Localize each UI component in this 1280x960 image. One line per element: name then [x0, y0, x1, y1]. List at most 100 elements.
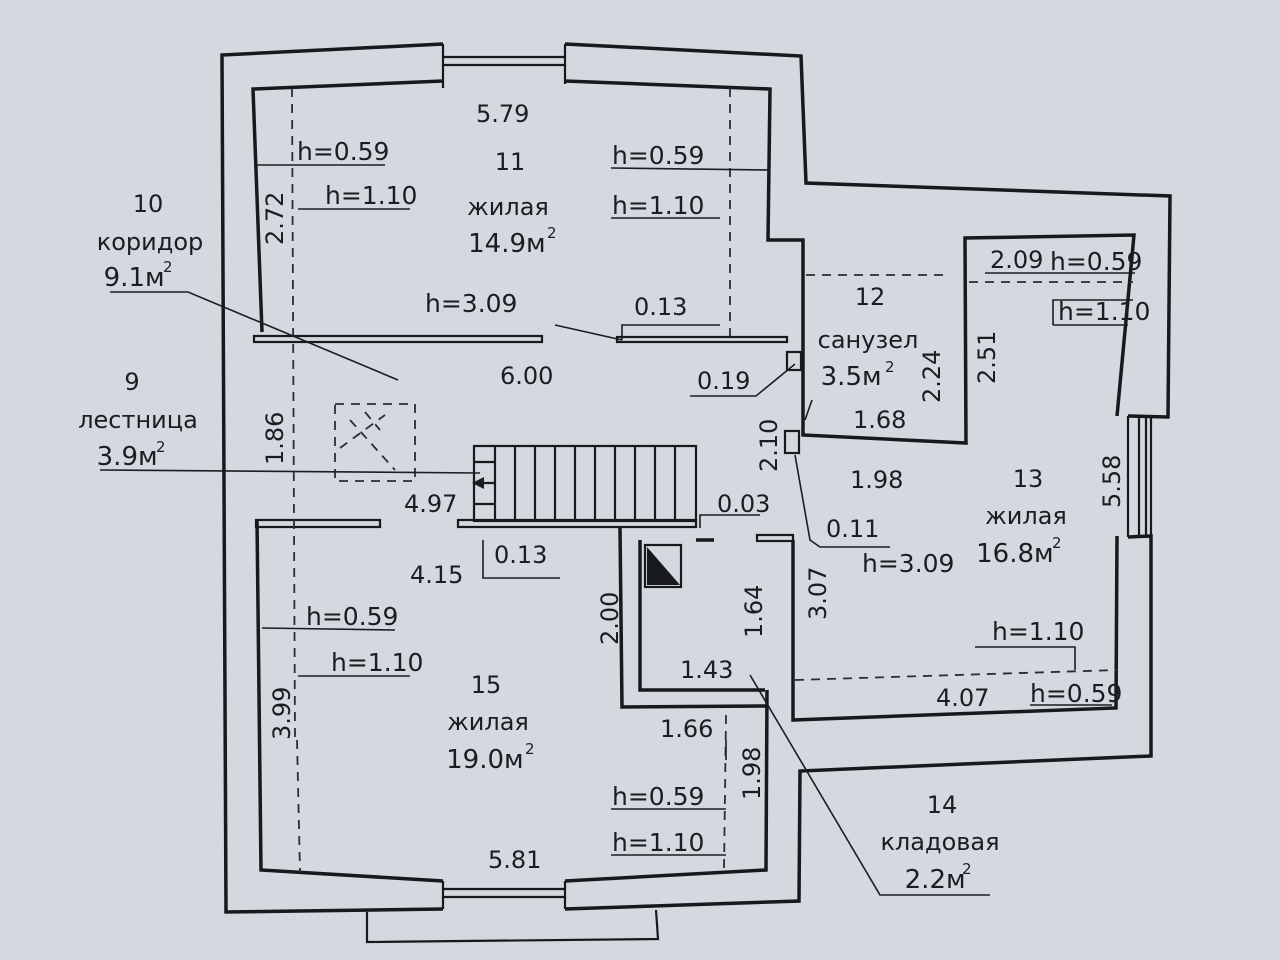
- room-10-label: 10 коридор 9.1 м 2: [97, 190, 204, 293]
- height-label: h=1.10: [325, 181, 417, 210]
- area-exponent: 2: [525, 740, 535, 758]
- height-label: h=0.59: [612, 141, 704, 170]
- outer-wall: [220, 42, 1172, 914]
- area-exponent: 2: [156, 438, 166, 456]
- height-label: h=1.10: [331, 648, 423, 677]
- inner-wall-face: [251, 79, 1136, 883]
- column-sanuzel: [785, 350, 803, 372]
- dimension-label: 1.98: [738, 747, 766, 800]
- dimension-label: 0.13: [494, 541, 547, 569]
- area-exponent: 2: [962, 860, 972, 878]
- dimension-label: 0.03: [717, 490, 770, 518]
- partition-room11-west: [252, 334, 544, 344]
- dimension-label: 3.99: [268, 687, 296, 740]
- room-area: 2.2: [905, 865, 946, 895]
- area-exponent: 2: [547, 224, 557, 242]
- room-number: 9: [124, 368, 139, 396]
- room-12-label: 12 санузел 3.5 м 2: [818, 283, 919, 392]
- room-name: кладовая: [880, 828, 999, 856]
- room-area-unit: м: [138, 442, 158, 472]
- height-label: h=0.59: [612, 782, 704, 811]
- height-underlines: [254, 164, 1135, 856]
- dimension-label: 2.00: [596, 592, 624, 645]
- bottom-window: [365, 881, 660, 944]
- area-exponent: 2: [1052, 534, 1062, 552]
- area-exponent: 2: [885, 358, 895, 376]
- height-label: h=1.10: [612, 828, 704, 857]
- room-name: жилая: [447, 708, 529, 736]
- dimension-labels: 5.79 2.72 0.13 6.00 0.19 1.86 4.97 0.03 …: [261, 100, 1126, 874]
- room-name: жилая: [467, 193, 549, 221]
- height-label: h=0.59: [1050, 247, 1142, 276]
- dimension-label: 1.66: [660, 715, 713, 743]
- height-boundary-lines: [291, 87, 1133, 873]
- dimension-label: 1.98: [850, 466, 903, 494]
- staircase: [472, 444, 698, 523]
- dimension-label: 5.79: [476, 100, 529, 128]
- height-label: h=0.59: [306, 602, 398, 631]
- room-number: 11: [495, 148, 526, 176]
- room-number: 14: [927, 791, 958, 819]
- top-window: [441, 44, 567, 88]
- height-labels: h=0.59 h=1.10 h=0.59 h=1.10 h=3.09 h=0.5…: [297, 137, 1150, 857]
- height-label: h=0.59: [1030, 679, 1122, 708]
- dimension-label: 2.09: [990, 246, 1043, 274]
- dimension-label: 4.15: [410, 561, 463, 589]
- height-label: h=1.10: [1058, 297, 1150, 326]
- room-area: 14.9: [468, 229, 526, 259]
- dimension-label: 2.51: [973, 331, 1001, 384]
- dimension-label: 6.00: [500, 362, 553, 390]
- height-label: h=1.10: [992, 617, 1084, 646]
- dimension-label: 4.97: [404, 490, 457, 518]
- room-name: жилая: [985, 502, 1067, 530]
- dimension-label: 1.43: [680, 656, 733, 684]
- room-13-label: 13 жилая 16.8 м 2: [976, 465, 1067, 569]
- room-9-label: 9 лестница 3.9 м 2: [78, 368, 198, 472]
- room-area-unit: м: [145, 263, 165, 293]
- room-number: 12: [855, 283, 886, 311]
- room-area-unit: м: [946, 865, 966, 895]
- dimension-label: 1.68: [853, 406, 906, 434]
- room-area-unit: м: [862, 362, 882, 392]
- partition-corridor-left: [254, 518, 382, 529]
- height-label: h=3.09: [862, 549, 954, 578]
- height-label: h=0.59: [297, 137, 389, 166]
- dimension-label: 1.86: [261, 412, 289, 465]
- partition-room13-door: [755, 533, 795, 543]
- partition-storage: [618, 527, 768, 709]
- dimension-label: 2.72: [261, 192, 289, 245]
- room-area: 16.8: [976, 539, 1034, 569]
- stairwell-opening: [334, 403, 416, 482]
- storage-hatch-icon: [647, 547, 680, 585]
- room-number: 10: [133, 190, 164, 218]
- area-exponent: 2: [163, 258, 173, 276]
- room-area: 19.0: [446, 745, 504, 775]
- room-area-unit: м: [1034, 539, 1054, 569]
- room-name: санузел: [818, 326, 919, 354]
- room-name: лестница: [78, 406, 198, 434]
- storage-box: [643, 543, 683, 589]
- dimension-label: 1.64: [740, 585, 768, 638]
- dimension-label: 0.19: [697, 367, 750, 395]
- dimension-label: 3.07: [804, 567, 832, 620]
- room-number: 15: [471, 671, 502, 699]
- room-11-label: 11 жилая 14.9 м 2: [467, 148, 556, 259]
- room-area-unit: м: [526, 229, 546, 259]
- right-window: [1126, 416, 1153, 537]
- dimension-label: 0.13: [634, 293, 687, 321]
- dimension-label: 5.81: [488, 846, 541, 874]
- room-area: 3.9: [97, 442, 138, 472]
- column-room13: [783, 429, 801, 455]
- dimension-label: 2.10: [755, 419, 783, 472]
- room-area: 3.5: [821, 362, 862, 392]
- dimension-label: 4.07: [936, 684, 989, 712]
- room-14-label: 14 кладовая 2.2 м 2: [880, 791, 999, 895]
- height-label: h=1.10: [612, 191, 704, 220]
- leader-lines: [99, 291, 990, 896]
- height-label: h=3.09: [425, 289, 517, 318]
- room-number: 13: [1013, 465, 1044, 493]
- dimension-label: 2.24: [918, 350, 946, 403]
- room-area: 9.1: [104, 263, 145, 293]
- partition-room11-east: [615, 335, 789, 344]
